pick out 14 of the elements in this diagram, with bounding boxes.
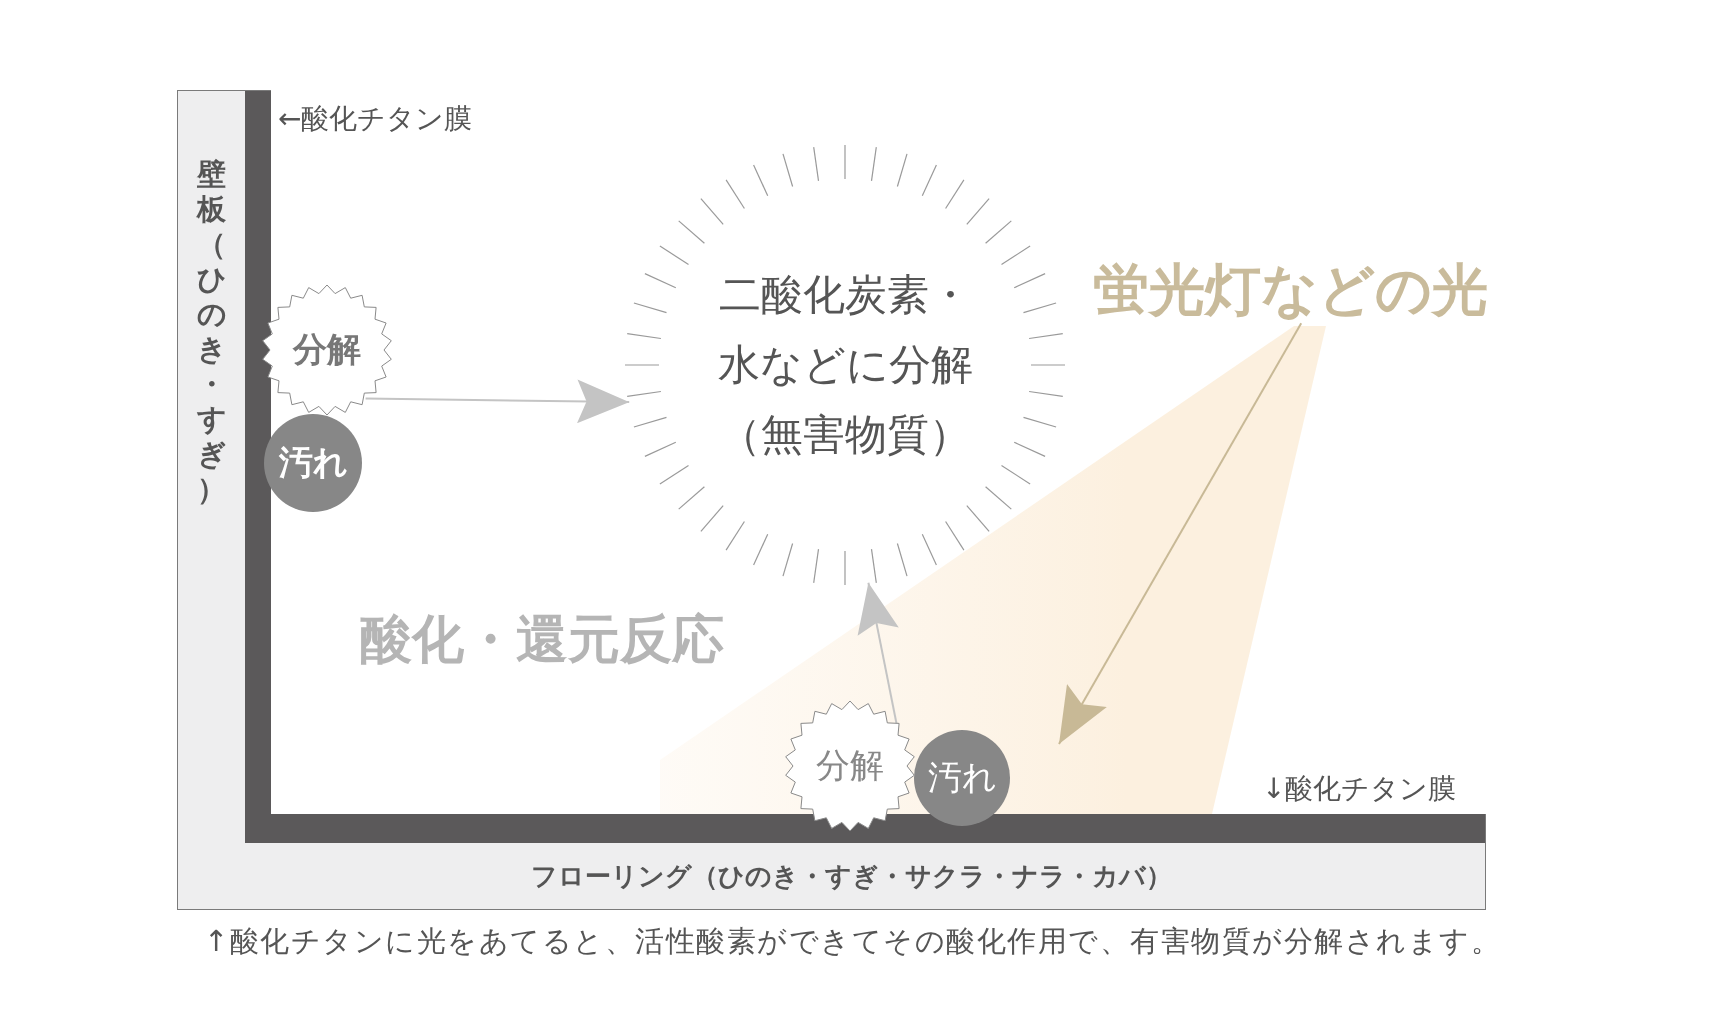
starburst-badge: 分解 (784, 700, 916, 832)
film-label: ←酸化チタン膜 (278, 102, 473, 136)
floor-label: フローリング（ひのき・すぎ・サクラ・ナラ・カバ） (531, 859, 1172, 893)
arrow (1058, 322, 1303, 745)
film-label: ↓酸化チタン膜 (1262, 772, 1457, 806)
starburst-badge: 分解 (261, 284, 393, 416)
floor-panel (177, 814, 1486, 910)
light-source-label: 蛍光灯などの光 (1093, 256, 1488, 324)
wall-panel (177, 90, 271, 814)
reaction-label: 酸化・還元反応 (360, 608, 724, 671)
wall-label: 壁板（ひのき・すぎ） (196, 157, 226, 507)
stain-circle: 汚れ (264, 414, 362, 512)
caption: ↑酸化チタンに光をあてると、活性酸素ができてその酸化作用で、有害物質が分解されます。 (204, 924, 1502, 959)
sunburst-text: 二酸化炭素・水などに分解（無害物質） (716, 269, 974, 461)
